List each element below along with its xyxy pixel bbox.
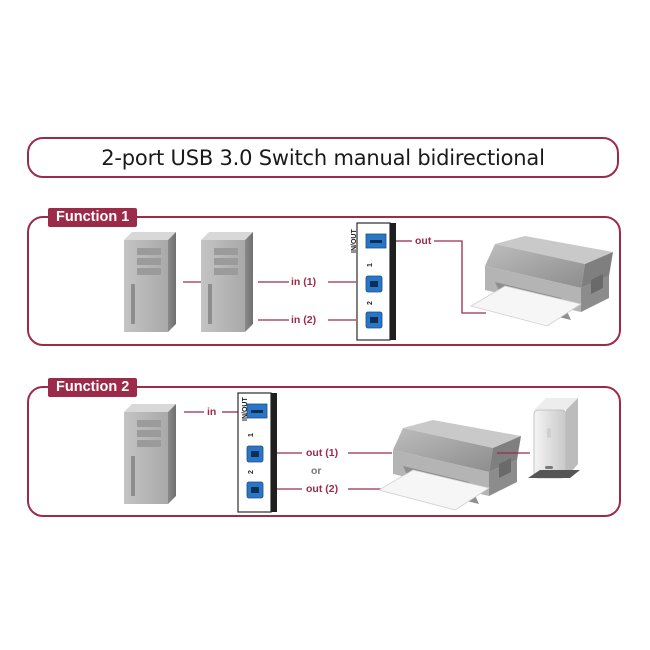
title-box: 2-port USB 3.0 Switch manual bidirection… [27, 137, 619, 178]
function1-tab: Function 1 [48, 208, 138, 227]
function2-panel [27, 386, 621, 517]
printer-2-icon [378, 419, 522, 511]
f2-or-label: or [311, 465, 322, 477]
f1-in2-label: in (2) [291, 314, 317, 326]
printer-1-icon [470, 235, 614, 327]
switch1-port1-label: 1 [367, 263, 374, 267]
function1-panel [27, 216, 621, 346]
usb-switch-1 [356, 222, 396, 341]
f2-out2-label: out (2) [306, 483, 339, 495]
f2-in-label: in [207, 406, 217, 418]
usb-switch-2 [237, 392, 277, 513]
external-hdd-icon [528, 398, 580, 479]
switch2-inout-label: IN/OUT [242, 397, 249, 421]
page-title: 2-port USB 3.0 Switch manual bidirection… [101, 145, 545, 170]
computer-2-icon [201, 232, 253, 332]
switch1-port2-label: 2 [367, 301, 374, 305]
computer-3-icon [124, 404, 176, 504]
computer-1-icon [124, 232, 176, 332]
switch2-port2-label: 2 [248, 470, 255, 474]
f2-out1-label: out (1) [306, 447, 339, 459]
switch1-inout-label: IN/OUT [351, 229, 358, 253]
function2-tab: Function 2 [48, 378, 138, 397]
switch2-port1-label: 1 [248, 433, 255, 437]
f1-out-label: out [415, 235, 432, 247]
f1-in1-label: in (1) [291, 276, 317, 288]
